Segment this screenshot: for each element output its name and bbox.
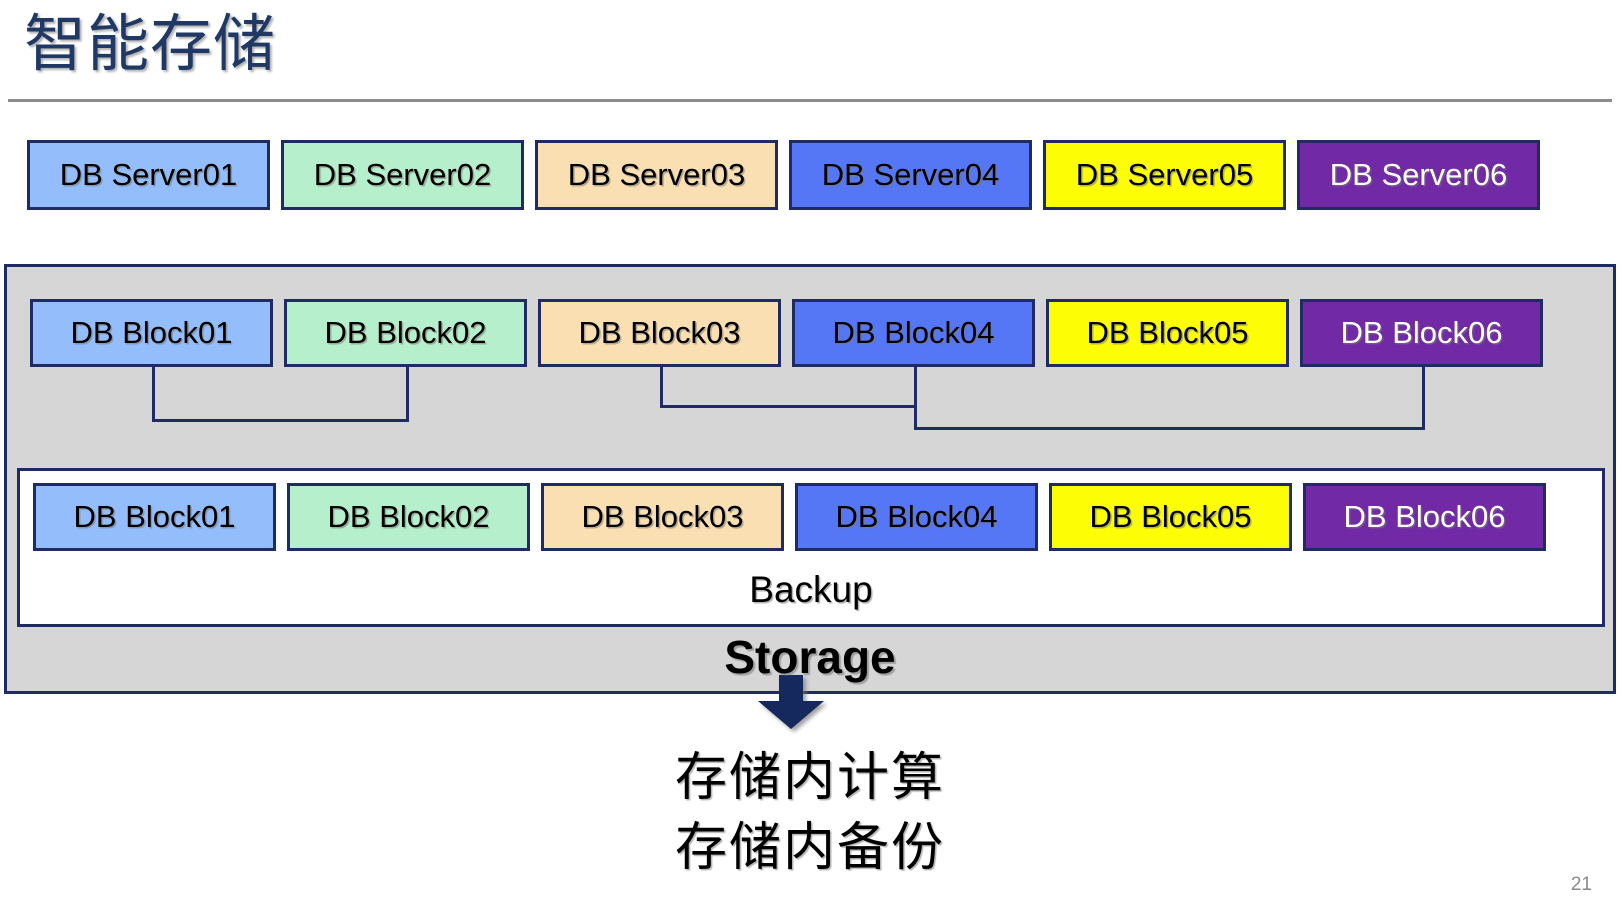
backup-db-block-box-4: DB Block04 [795, 483, 1038, 551]
primary-db-block-box-1: DB Block01 [30, 299, 273, 367]
caption-in-storage-compute: 存储内计算 [674, 749, 945, 807]
primary-db-block-box-4: DB Block04 [792, 299, 1035, 367]
title-divider [8, 99, 1612, 102]
db-server-box-2: DB Server02 [281, 140, 524, 210]
backup-db-block-box-5: DB Block05 [1049, 483, 1292, 551]
db-server-box-4: DB Server04 [789, 140, 1032, 210]
backup-db-block-box-6: DB Block06 [1303, 483, 1546, 551]
connector-block01-block02-left-stem [151, 367, 155, 419]
connector-block04-block06-crossbar [913, 427, 1425, 430]
primary-db-block-box-3: DB Block03 [538, 299, 781, 367]
primary-db-block-box-6: DB Block06 [1300, 299, 1543, 367]
caption-in-storage-backup: 存储内备份 [674, 819, 945, 877]
page-title: 智能存储 [24, 10, 277, 79]
connector-block03-block04-crossbar [659, 405, 917, 408]
connector-block04-block06-left-stem [913, 367, 917, 427]
down-arrow-icon [758, 675, 824, 729]
backup-db-block-box-2: DB Block02 [287, 483, 530, 551]
page-number: 21 [1570, 874, 1592, 895]
connector-block03-block04-left-stem [659, 367, 663, 405]
backup-db-block-box-3: DB Block03 [541, 483, 784, 551]
connector-block01-block02-right-stem [405, 367, 409, 419]
backup-db-block-box-1: DB Block01 [33, 483, 276, 551]
storage-label: Storage [724, 631, 896, 683]
db-server-box-3: DB Server03 [535, 140, 778, 210]
connector-block01-block02-crossbar [151, 419, 409, 422]
db-server-box-1: DB Server01 [27, 140, 270, 210]
db-server-box-5: DB Server05 [1043, 140, 1286, 210]
primary-db-block-box-2: DB Block02 [284, 299, 527, 367]
backup-label: Backup [749, 569, 873, 610]
primary-db-block-box-5: DB Block05 [1046, 299, 1289, 367]
db-server-box-6: DB Server06 [1297, 140, 1540, 210]
connector-block04-block06-right-stem [1421, 367, 1425, 427]
